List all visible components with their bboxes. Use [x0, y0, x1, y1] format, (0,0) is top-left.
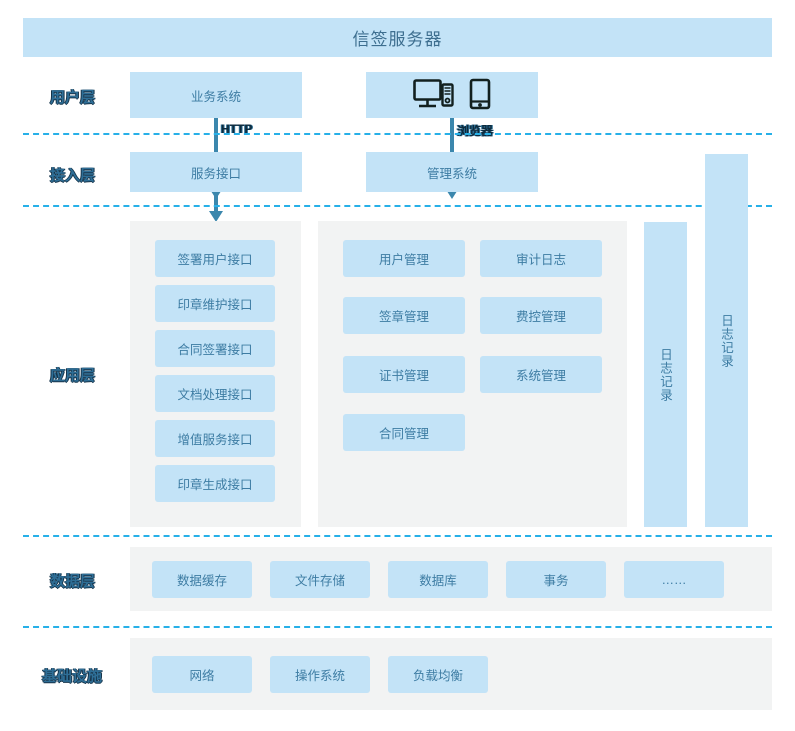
- log-column-outer[interactable]: 日志记录: [705, 154, 748, 527]
- data-layer-item-3[interactable]: 事务: [506, 561, 606, 598]
- data-layer-item-0[interactable]: 数据缓存: [152, 561, 252, 598]
- connector-http-label: HTTP: [221, 122, 253, 136]
- interface-item-4[interactable]: 增值服务接口: [155, 420, 275, 457]
- divider-access-application: [23, 205, 772, 207]
- interface-item-0[interactable]: 签署用户接口: [155, 240, 275, 277]
- access-layer-management-system[interactable]: 管理系统: [366, 152, 538, 192]
- connector-browser-label: 浏览器: [457, 124, 494, 138]
- log-column-inner[interactable]: 日志记录: [644, 222, 687, 527]
- data-layer-item-1[interactable]: 文件存储: [270, 561, 370, 598]
- data-layer-item-2[interactable]: 数据库: [388, 561, 488, 598]
- log-column-outer-label: 日志记录: [719, 313, 733, 368]
- mobile-phone-icon: [469, 78, 491, 113]
- interface-item-1[interactable]: 印章维护接口: [155, 285, 275, 322]
- log-column-inner-label: 日志记录: [658, 347, 672, 402]
- divider-application-data: [23, 535, 772, 537]
- user-layer-business-system[interactable]: 业务系统: [130, 72, 302, 118]
- diagram-title: 信签服务器: [352, 30, 443, 49]
- divider-user-access: [23, 133, 772, 135]
- layer-label-access: 接入层: [50, 167, 96, 184]
- divider-data-infrastructure: [23, 626, 772, 628]
- interface-item-5[interactable]: 印章生成接口: [155, 465, 275, 502]
- management-item-1[interactable]: 审计日志: [480, 240, 602, 277]
- layer-label-infrastructure: 基础设施: [42, 668, 103, 685]
- management-item-5[interactable]: 系统管理: [480, 356, 602, 393]
- user-layer-device-group[interactable]: [366, 72, 538, 118]
- desktop-computer-icon: [413, 78, 455, 113]
- interface-item-3[interactable]: 文档处理接口: [155, 375, 275, 412]
- management-item-4[interactable]: 证书管理: [343, 356, 465, 393]
- interface-item-2[interactable]: 合同签署接口: [155, 330, 275, 367]
- data-layer-item-4[interactable]: ……: [624, 561, 724, 598]
- infrastructure-item-1[interactable]: 操作系统: [270, 656, 370, 693]
- layer-label-application: 应用层: [50, 367, 96, 384]
- access-layer-service-interface[interactable]: 服务接口: [130, 152, 302, 192]
- management-item-6[interactable]: 合同管理: [343, 414, 465, 451]
- infrastructure-item-2[interactable]: 负载均衡: [388, 656, 488, 693]
- infrastructure-item-0[interactable]: 网络: [152, 656, 252, 693]
- connector-service-to-app-arrowhead: [209, 211, 223, 222]
- diagram-title-bar: 信签服务器: [23, 18, 772, 57]
- layer-label-data: 数据层: [50, 573, 96, 590]
- layer-label-user: 用户层: [50, 89, 96, 106]
- connector-service-to-app-stem: [214, 192, 218, 214]
- management-item-2[interactable]: 签章管理: [343, 297, 465, 334]
- management-item-0[interactable]: 用户管理: [343, 240, 465, 277]
- connector-browser-arrowhead: [445, 188, 459, 199]
- management-item-3[interactable]: 费控管理: [480, 297, 602, 334]
